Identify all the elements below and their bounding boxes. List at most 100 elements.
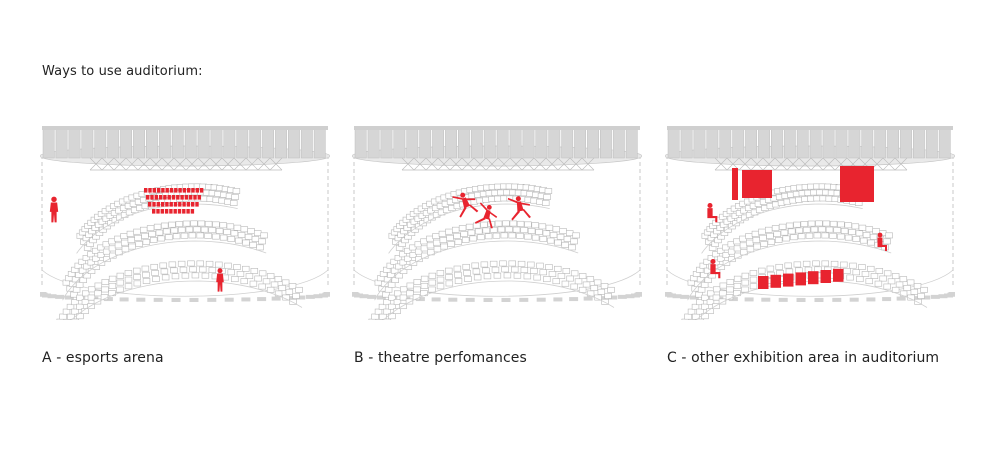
seat [749,276,758,283]
seat [196,260,204,267]
seat [751,230,760,237]
seat [409,252,417,258]
tier-step-line [701,203,863,254]
esports-booth [177,209,182,214]
seat [150,263,158,270]
esports-booth [176,195,180,200]
roof-panel [574,127,587,159]
seat [193,226,201,233]
esports-booth [173,209,177,214]
seat [499,260,507,267]
roof-panel [171,127,184,159]
roof-panel [236,127,249,159]
esports-booth [184,195,189,200]
esports-booth [178,202,182,207]
seat [812,260,820,267]
seat [59,313,67,320]
seat-row [70,232,264,298]
roof-panel [612,127,625,159]
seat [383,318,392,320]
seat [870,273,879,279]
seat [607,286,615,293]
seat [719,290,727,297]
seat [262,278,271,285]
seat [807,220,816,227]
seat [251,236,260,242]
roof-panel [783,127,796,159]
seat [700,272,708,278]
seat [409,244,417,251]
seat [204,232,212,239]
seat [399,294,408,301]
seat [516,232,524,239]
base-segment [519,297,529,302]
esports-booth [169,209,173,214]
roof-panel [81,127,94,159]
seat [420,282,429,289]
roof-panel [300,127,313,159]
esports-booth [195,202,199,207]
seat [910,288,919,295]
seat [426,235,434,242]
seat [557,273,566,279]
esports-booth [178,188,182,193]
roof-panel [133,127,145,159]
seat [684,313,692,320]
seat [509,220,518,227]
seat [445,274,453,280]
seat [733,282,742,289]
seat [813,232,822,239]
seat [568,244,576,251]
seat [103,256,111,263]
esports-booth [186,209,190,214]
roof-panel [496,127,509,159]
seat [224,262,232,269]
roof-panel [288,127,300,159]
seat [94,282,103,289]
seat [101,286,109,293]
seat [531,234,540,241]
seat [71,308,79,315]
seat [400,286,408,293]
seat [172,233,181,240]
seat [552,226,561,233]
seat-row [375,266,612,320]
seat [891,286,900,293]
roof-panel [223,127,236,159]
seat [865,226,874,233]
seat [454,278,463,284]
seat [815,220,823,227]
seat [520,267,529,273]
seat-row [392,189,551,245]
roof-panel [900,127,912,159]
base-segment [761,297,771,302]
seat [548,271,557,277]
base-segment [448,297,458,302]
seat [784,262,792,269]
esports-booth [152,202,156,207]
seat [387,272,395,278]
seat [717,263,726,270]
roof-panel [158,127,171,159]
seat [74,262,82,269]
seat [727,241,735,248]
seat [142,271,150,278]
seat [414,241,422,248]
seat [489,260,498,267]
seat [840,228,849,234]
seat-row [388,183,553,239]
roof-panel [94,127,107,159]
seat [503,272,512,279]
seat [535,229,543,235]
roof-panel [693,127,706,159]
seat [480,221,488,228]
seat [159,262,167,269]
esports-booth [148,188,152,193]
seat [399,259,407,266]
seat [501,266,509,273]
seat [87,251,95,258]
seat [883,270,892,277]
roof-panel [874,127,887,159]
roof-panel [184,127,197,159]
seat [126,230,135,237]
